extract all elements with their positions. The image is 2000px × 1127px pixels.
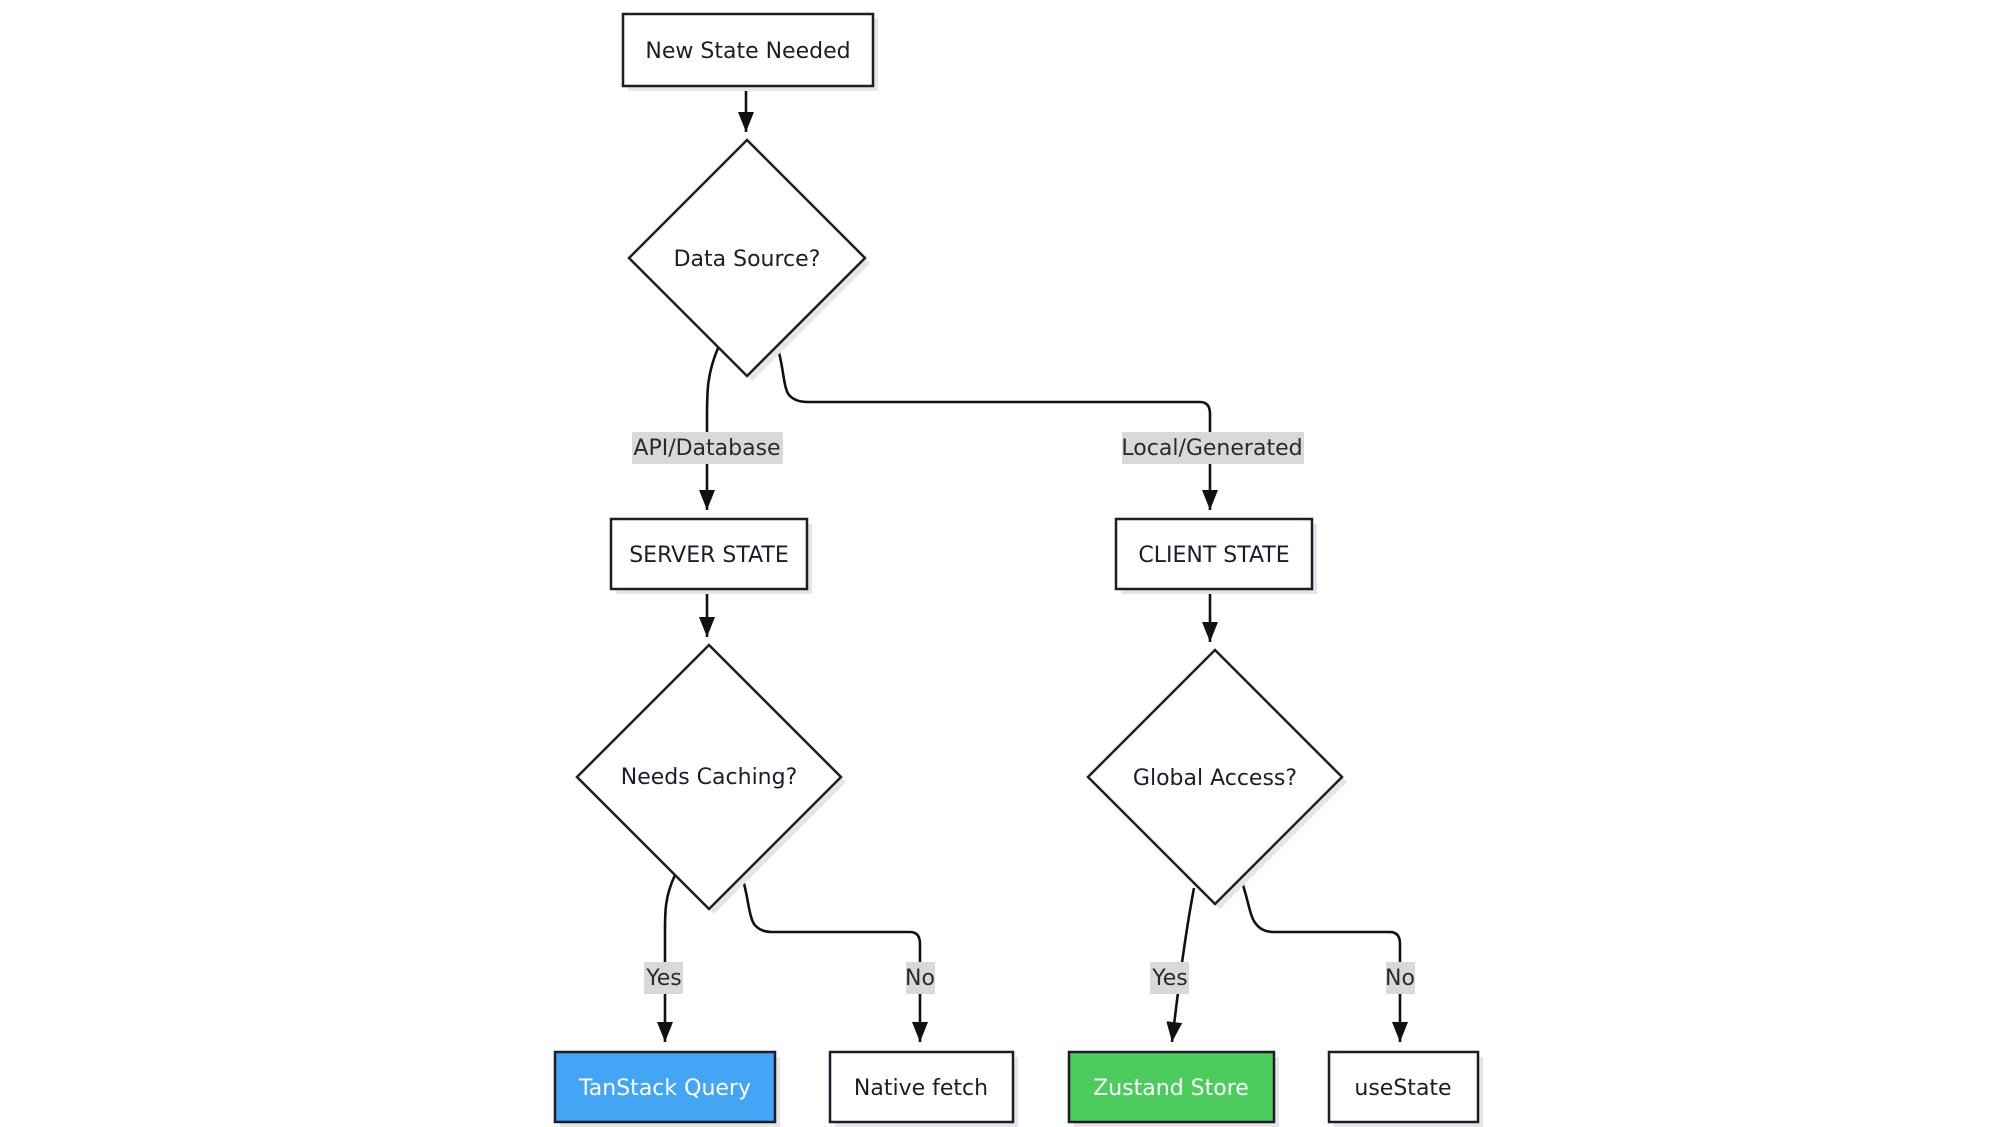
edge-label-caching-no: No <box>905 962 935 994</box>
edge-label-local-generated: Local/Generated <box>1121 432 1304 464</box>
nodes: New State Needed Data Source? SERVER STA… <box>553 12 1483 1127</box>
edge-label-global-no-text: No <box>1385 966 1415 991</box>
edge-label-caching-yes: Yes <box>644 962 683 994</box>
node-needs-caching-decision: Needs Caching? <box>575 643 846 914</box>
edge-labels: API/Database Local/Generated Yes No Yes … <box>632 432 1415 994</box>
edges <box>657 86 1408 1043</box>
node-server-state-label: SERVER STATE <box>629 543 789 568</box>
node-global-access-decision: Global Access? <box>1086 648 1347 909</box>
node-client-state: CLIENT STATE <box>1114 517 1317 594</box>
node-server-state: SERVER STATE <box>609 517 812 594</box>
edge-global-no <box>1238 876 1408 1042</box>
node-global-access-label: Global Access? <box>1133 766 1297 791</box>
edge-caching-no <box>739 873 928 1042</box>
node-usestate-label: useState <box>1354 1076 1451 1101</box>
node-zustand-store-label: Zustand Store <box>1093 1076 1249 1101</box>
edge-caching-yes <box>657 874 677 1042</box>
edge-label-caching-yes-text: Yes <box>645 966 682 991</box>
node-client-state-label: CLIENT STATE <box>1138 543 1289 568</box>
edge-datasource-to-server <box>699 347 720 510</box>
edge-label-api-database-text: API/Database <box>633 436 780 461</box>
node-native-fetch: Native fetch <box>828 1050 1018 1127</box>
node-needs-caching-label: Needs Caching? <box>621 765 798 790</box>
edge-label-global-no: No <box>1385 962 1415 994</box>
edge-label-caching-no-text: No <box>905 966 935 991</box>
edge-label-global-yes: Yes <box>1150 962 1189 994</box>
node-data-source-decision: Data Source? <box>627 138 870 381</box>
node-data-source-label: Data Source? <box>674 247 821 272</box>
node-usestate: useState <box>1327 1050 1483 1127</box>
edge-label-local-generated-text: Local/Generated <box>1121 436 1302 461</box>
node-tanstack-query-label: TanStack Query <box>578 1076 751 1101</box>
node-native-fetch-label: Native fetch <box>854 1076 988 1101</box>
node-new-state-needed-label: New State Needed <box>645 39 850 64</box>
edge-label-global-yes-text: Yes <box>1151 966 1188 991</box>
node-new-state-needed: New State Needed <box>621 12 878 91</box>
edge-label-api-database: API/Database <box>632 432 783 464</box>
node-tanstack-query: TanStack Query <box>553 1050 780 1127</box>
edge-global-yes <box>1166 887 1196 1043</box>
node-zustand-store: Zustand Store <box>1067 1050 1279 1127</box>
edge-datasource-to-client <box>775 345 1218 510</box>
